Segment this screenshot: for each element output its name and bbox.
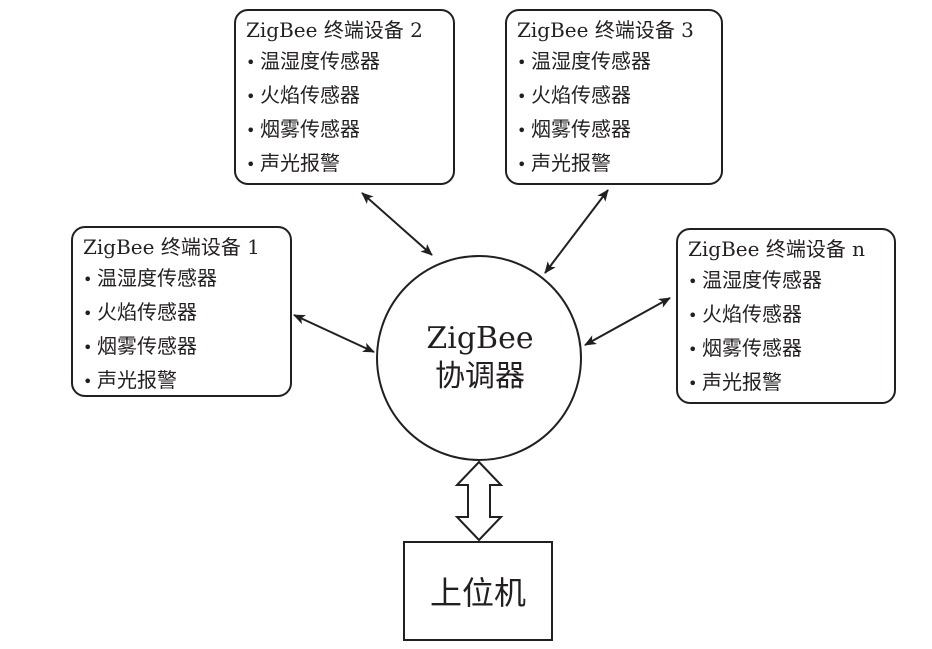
device-box-2: ZigBee 终端设备 2 •温湿度传感器 •火焰传感器 •烟雾传感器 •声光报… [234,9,455,185]
link-host-hollow-arrow [454,460,504,542]
device-title: ZigBee 终端设备 n [688,237,866,261]
list-item: •声光报警 [246,151,340,175]
link-device-3 [544,189,609,274]
list-item: •烟雾传感器 [517,117,631,141]
device-box-n: ZigBee 终端设备 n •温湿度传感器 •火焰传感器 •烟雾传感器 •声光报… [676,228,896,404]
device-box-3: ZigBee 终端设备 3 •温湿度传感器 •火焰传感器 •烟雾传感器 •声光报… [505,9,723,185]
coordinator-circle [376,255,582,461]
sensor-list: •温湿度传感器 •火焰传感器 •烟雾传感器 •声光报警 [517,45,713,181]
device-title: ZigBee 终端设备 1 [83,235,260,259]
list-item: •烟雾传感器 [246,117,360,141]
link-device-n [584,297,671,346]
list-item: •温湿度传感器 [517,49,651,73]
list-item: •声光报警 [688,370,782,394]
coordinator-label-line1: ZigBee [426,321,534,356]
list-item: •烟雾传感器 [83,334,197,358]
list-item: •温湿度传感器 [83,266,217,290]
device-title: ZigBee 终端设备 3 [517,18,694,42]
host-label: 上位机 [429,574,526,612]
sensor-list: •温湿度传感器 •火焰传感器 •烟雾传感器 •声光报警 [688,264,886,400]
list-item: •火焰传感器 [83,300,197,324]
sensor-list: •温湿度传感器 •火焰传感器 •烟雾传感器 •声光报警 [246,45,445,181]
link-device-2 [361,192,433,256]
list-item: •火焰传感器 [688,302,802,326]
host-computer-box: 上位机 [403,541,553,641]
link-device-1 [293,314,375,353]
device-title: ZigBee 终端设备 2 [246,18,423,42]
list-item: •火焰传感器 [517,83,631,107]
list-item: •声光报警 [83,368,177,392]
list-item: •温湿度传感器 [688,268,822,292]
sensor-list: •温湿度传感器 •火焰传感器 •烟雾传感器 •声光报警 [83,262,282,398]
coordinator-label-line2: 协调器 [435,359,525,394]
list-item: •温湿度传感器 [246,49,380,73]
list-item: •声光报警 [517,151,611,175]
list-item: •烟雾传感器 [688,336,802,360]
device-box-1: ZigBee 终端设备 1 •温湿度传感器 •火焰传感器 •烟雾传感器 •声光报… [71,226,292,397]
list-item: •火焰传感器 [246,83,360,107]
